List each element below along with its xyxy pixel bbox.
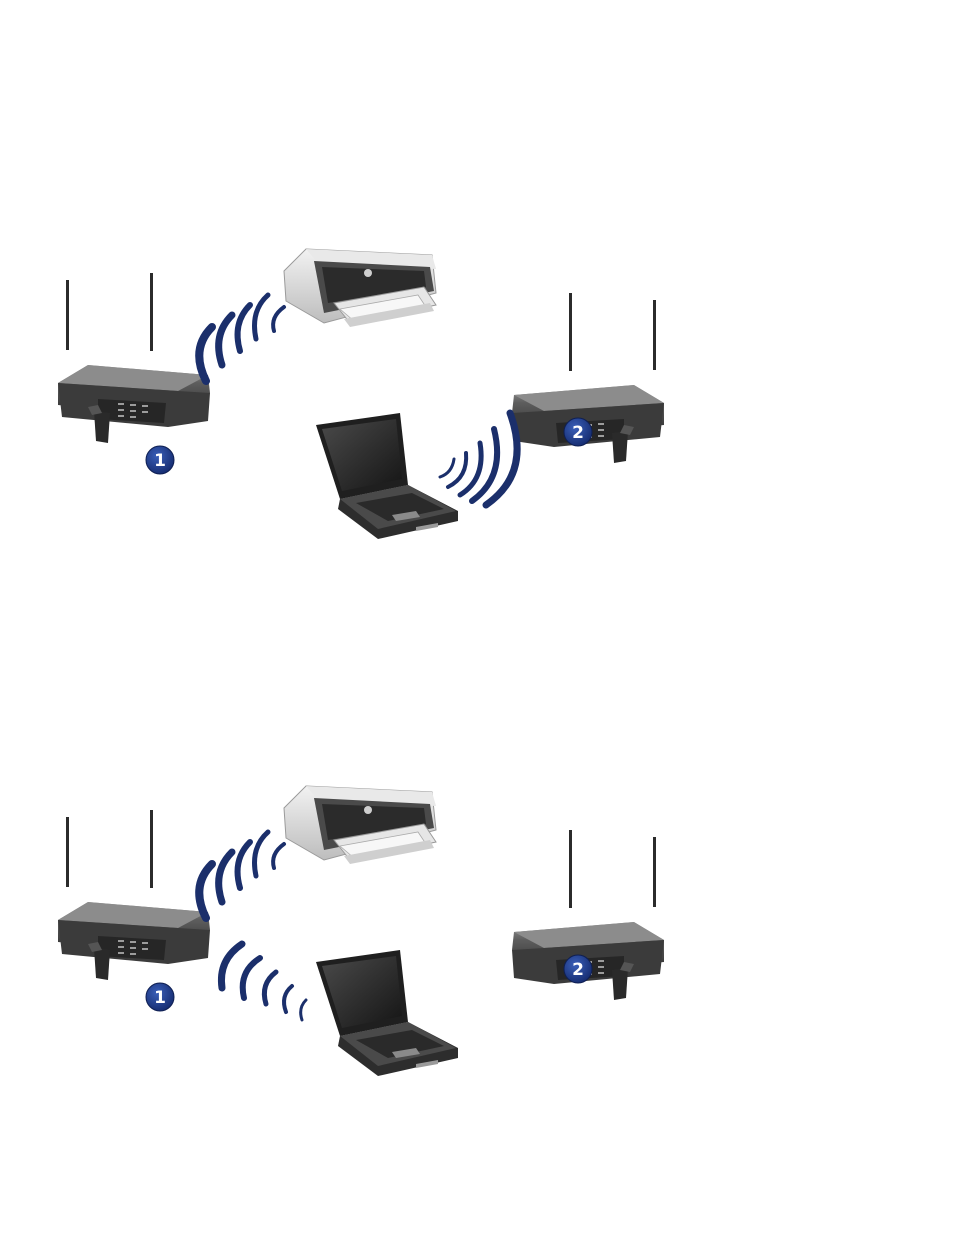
printer	[284, 249, 436, 327]
laptop	[316, 413, 458, 539]
router-1	[58, 273, 210, 443]
laptop	[316, 950, 458, 1076]
badge-2: 2	[564, 955, 592, 983]
network-diagram-top: 1 2	[0, 215, 954, 595]
badge-1: 1	[146, 446, 174, 474]
badge-2-label: 2	[572, 423, 584, 443]
diagram-roaming-after: 1 2	[0, 752, 954, 1132]
network-diagram-bottom: 1 2	[0, 752, 954, 1132]
badge-1-label: 1	[154, 451, 166, 471]
badge-1-label: 1	[154, 988, 166, 1008]
diagram-roaming-before: 1 2	[0, 215, 954, 595]
router-1	[58, 810, 210, 980]
badge-2-label: 2	[572, 960, 584, 980]
badge-1: 1	[146, 983, 174, 1011]
wireless-signal-router1-laptop	[221, 944, 306, 1020]
wireless-signal-laptop-router2	[440, 413, 517, 505]
wireless-signal-router1-printer	[199, 295, 284, 381]
printer	[284, 786, 436, 864]
wireless-signal-router1-printer	[199, 832, 284, 918]
badge-2: 2	[564, 418, 592, 446]
